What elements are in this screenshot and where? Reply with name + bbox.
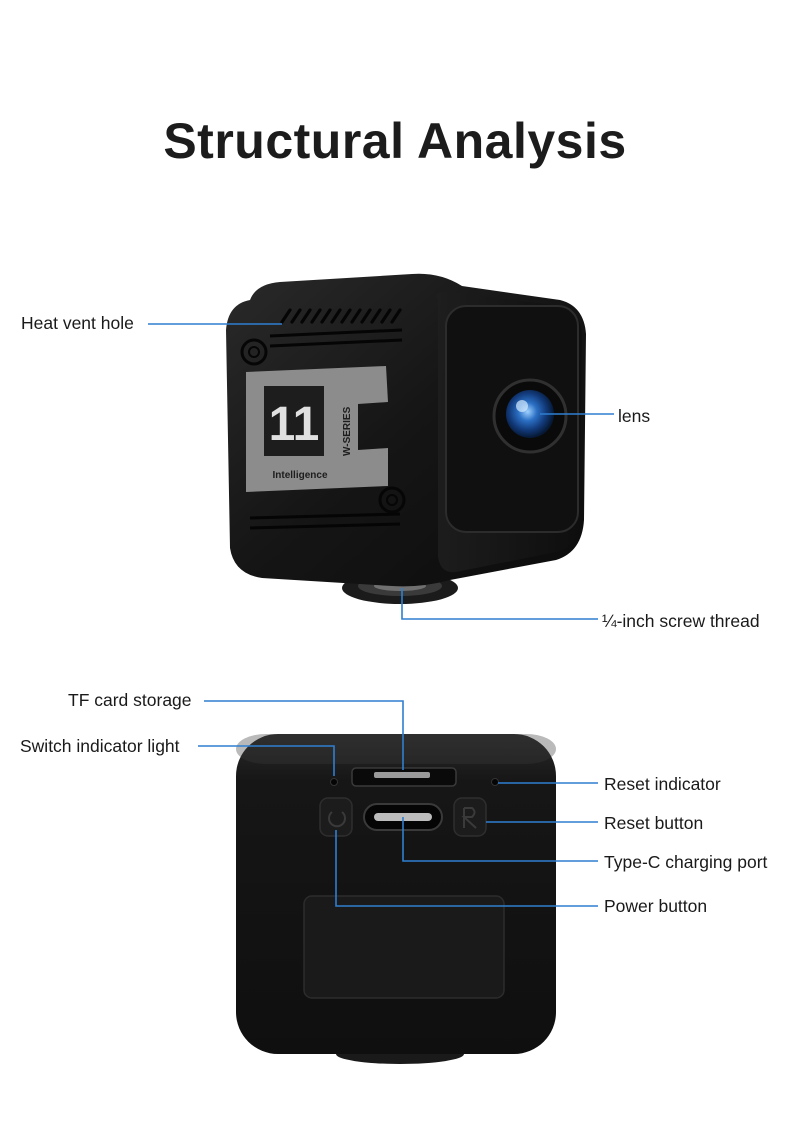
callout-screw-thread: ¼-inch screw thread bbox=[602, 611, 760, 631]
callout-reset-button: Reset button bbox=[604, 813, 704, 833]
camera-back-view bbox=[236, 734, 556, 1064]
callout-lens: lens bbox=[618, 406, 651, 426]
callout-switch-indicator: Switch indicator light bbox=[20, 736, 180, 756]
leader-lines bbox=[148, 323, 614, 907]
logo-model-number: 11 bbox=[269, 398, 320, 451]
logo-series: W-SERIES bbox=[342, 406, 353, 456]
logo-plate: 11 Intelligence W-SERIES bbox=[246, 366, 388, 492]
camera-front-view: 11 Intelligence W-SERIES bbox=[226, 273, 586, 604]
heat-vents bbox=[280, 308, 402, 324]
reset-indicator-dot bbox=[491, 778, 499, 786]
callout-tf-card: TF card storage bbox=[68, 690, 192, 710]
switch-indicator-dot bbox=[330, 778, 338, 786]
callout-power-button: Power button bbox=[604, 896, 708, 916]
callout-heat-vent: Heat vent hole bbox=[21, 313, 134, 333]
page-title: Structural Analysis bbox=[163, 113, 627, 169]
callout-type-c: Type-C charging port bbox=[604, 852, 768, 872]
logo-tagline: Intelligence bbox=[272, 470, 327, 481]
bottom-panel bbox=[303, 895, 505, 999]
callout-reset-indicator: Reset indicator bbox=[604, 774, 721, 794]
